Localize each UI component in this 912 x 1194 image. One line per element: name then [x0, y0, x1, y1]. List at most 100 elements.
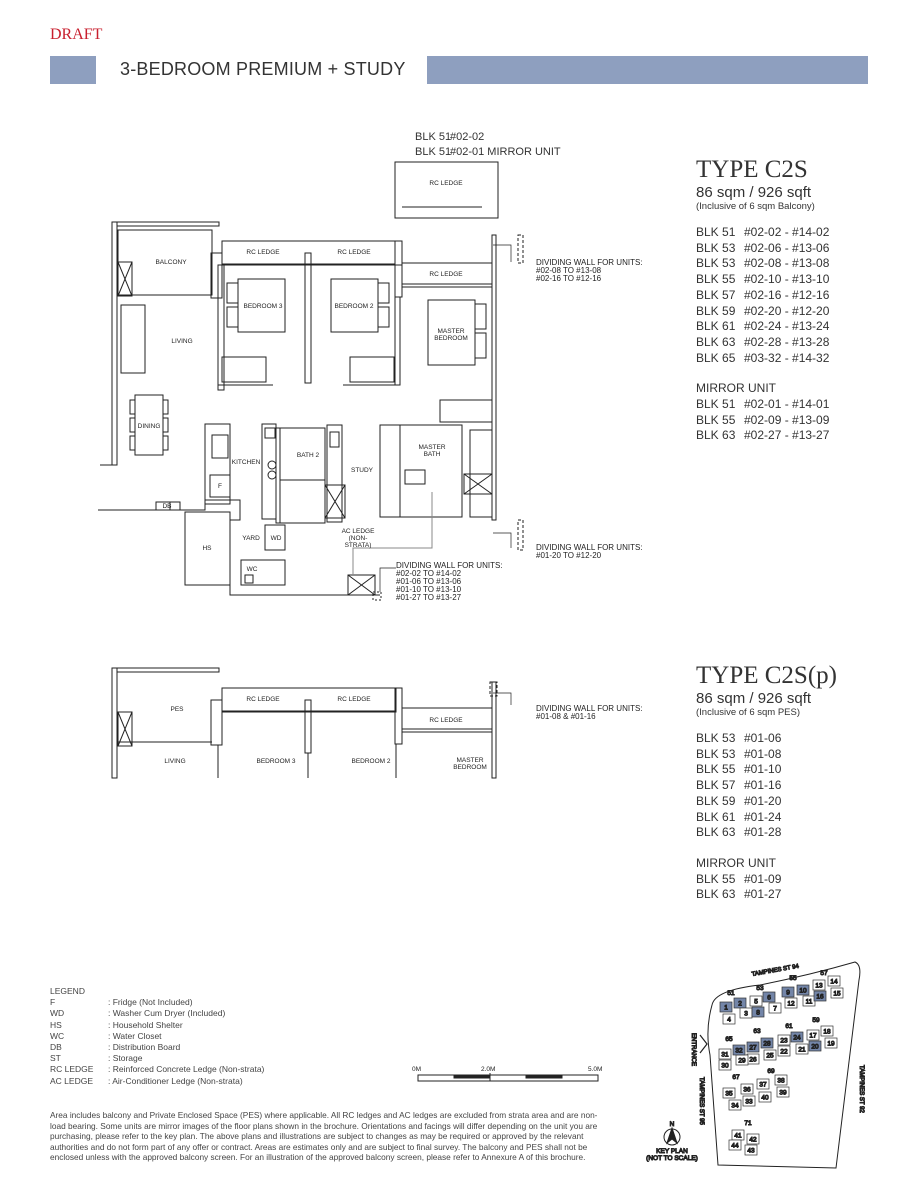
legend-desc: : Reinforced Concrete Ledge (Non-strata)	[108, 1064, 265, 1075]
unit-highlighted	[762, 991, 776, 1003]
unit-area: 86 sqm / 926 sqft	[696, 184, 812, 201]
unit-number: 21	[798, 1047, 806, 1054]
unit-row: BLK 53#01-06	[696, 731, 837, 747]
room-label: MASTER BEDROOM	[434, 328, 468, 342]
unit-outline	[812, 979, 826, 991]
unit-outline	[784, 997, 798, 1009]
unit-number: 35	[725, 1091, 733, 1098]
unit-highlighted	[760, 1037, 774, 1049]
unit-number: 17	[809, 1033, 817, 1040]
unit-number: 30	[721, 1063, 729, 1070]
unit-row: BLK 57#01-16	[696, 778, 837, 794]
unit-number: 26	[749, 1057, 757, 1064]
legend-desc: : Household Shelter	[108, 1019, 183, 1030]
block-number: BLK 57	[696, 287, 736, 302]
note-title: DIVIDING WALL FOR UNITS:	[536, 704, 643, 713]
block-number: BLK 55	[696, 412, 736, 427]
legend-item: F: Fridge (Not Included)	[50, 997, 264, 1008]
block-number: 55	[789, 975, 797, 982]
unit-outline	[777, 1045, 791, 1057]
unit-ref-unit: #02-01 MIRROR UNIT	[450, 146, 561, 158]
legend-item: ST : Storage	[50, 1053, 264, 1064]
unit-number: 18	[823, 1029, 831, 1036]
room-label: RC LEDGE	[246, 696, 280, 703]
room-label: BEDROOM 2	[351, 758, 391, 765]
block-number: BLK 63	[696, 825, 736, 840]
block-number: 71	[744, 1120, 752, 1127]
unit-row: BLK 65#03-32 - #14-32	[696, 351, 829, 367]
disclaimer: Area includes balcony and Private Enclos…	[50, 1110, 598, 1163]
unit-number: 2	[738, 1001, 742, 1008]
unit-range: #02-02 - #14-02	[744, 225, 830, 239]
block-number: BLK 51	[696, 397, 736, 412]
room-label: KITCHEN	[231, 459, 261, 466]
legend: LEGEND F: Fridge (Not Included)WD: Washe…	[50, 986, 264, 1087]
unit-number: 4	[727, 1017, 731, 1024]
note-unit: #01-27 TO #13-27	[396, 593, 462, 602]
legend-key: AC LEDGE	[50, 1075, 93, 1086]
unit-number: 3	[744, 1011, 748, 1018]
unit-number: 28	[763, 1041, 771, 1048]
unit-outline	[774, 1074, 788, 1086]
legend-item: DB: Distribution Board	[50, 1042, 264, 1053]
unit-outline	[763, 1049, 777, 1061]
legend-item: WD: Washer Cum Dryer (Included)	[50, 1008, 264, 1019]
unit-number: 31	[721, 1052, 729, 1059]
block-number: BLK 53	[696, 240, 736, 255]
block-number: 53	[756, 985, 764, 992]
note-unit: #01-10 TO #13-10	[396, 585, 462, 594]
room-label: F	[218, 483, 222, 490]
unit-outline	[827, 975, 841, 987]
unit-outline	[740, 1083, 754, 1095]
type-c2s-info: TYPE C2S 86 sqm / 926 sqft (Inclusive of…	[696, 156, 829, 444]
key-plan-caption: (NOT TO SCALE)	[646, 1155, 698, 1162]
mirror-unit-heading: MIRROR UNIT	[696, 381, 776, 396]
legend-desc: : Storage	[108, 1053, 143, 1064]
unit-number: 5	[754, 999, 758, 1006]
note-unit: #01-08 & #01-16	[536, 712, 596, 721]
header-band-left	[50, 56, 96, 84]
unit-number: 34	[731, 1103, 739, 1110]
unit-outline	[768, 1002, 782, 1014]
unit-number: 24	[793, 1035, 801, 1042]
unit-outline	[722, 1013, 736, 1025]
unit-row: BLK 53#01-08	[696, 747, 837, 763]
unit-outline	[742, 1095, 756, 1107]
block-number: BLK 59	[696, 303, 736, 318]
room-label: WD	[270, 535, 282, 542]
block-number: 59	[812, 1017, 820, 1024]
legend-item: WC: Water Closet	[50, 1031, 264, 1042]
unit-number: 39	[779, 1090, 787, 1097]
room-label: PES	[170, 706, 184, 713]
room-label: DINING	[137, 423, 161, 430]
unit-outline	[749, 995, 763, 1007]
dividing-wall-note: DIVIDING WALL FOR UNITS: #02-08 TO #13-0…	[536, 259, 643, 283]
unit-number: 12	[787, 1001, 795, 1008]
unit-number: 29	[738, 1058, 746, 1065]
unit-highlighted	[781, 986, 795, 998]
legend-key: F	[50, 997, 56, 1008]
unit-number: 33	[745, 1099, 753, 1106]
note-unit: #02-02 TO #14-02	[396, 569, 462, 578]
unit-number: 6	[767, 995, 771, 1002]
legend-key: WC	[50, 1030, 65, 1041]
block-number: BLK 53	[696, 731, 736, 745]
legend-desc: : Distribution Board	[108, 1042, 181, 1053]
legend-key: RC LEDGE	[50, 1064, 94, 1075]
header-band-right	[427, 56, 868, 84]
unit-outline	[795, 1043, 809, 1055]
unit-outline	[746, 1133, 760, 1145]
road-label: TAMPINES ST 92	[858, 1065, 864, 1113]
unit-range: #01-09	[744, 871, 782, 886]
block-number: BLK 51	[696, 225, 736, 239]
unit-row: BLK 57#02-16 - #12-16	[696, 288, 829, 304]
legend-key: ST	[50, 1053, 61, 1064]
unit-range: #02-20 - #12-20	[744, 303, 830, 318]
unit-outline	[718, 1059, 732, 1071]
unit-area: 86 sqm / 926 sqft	[696, 690, 812, 707]
unit-row: BLK 61#01-24	[696, 810, 837, 826]
room-label: STUDY	[350, 467, 374, 474]
unit-row: BLK 55#02-10 - #13-10	[696, 272, 829, 288]
unit-outline	[728, 1139, 742, 1151]
